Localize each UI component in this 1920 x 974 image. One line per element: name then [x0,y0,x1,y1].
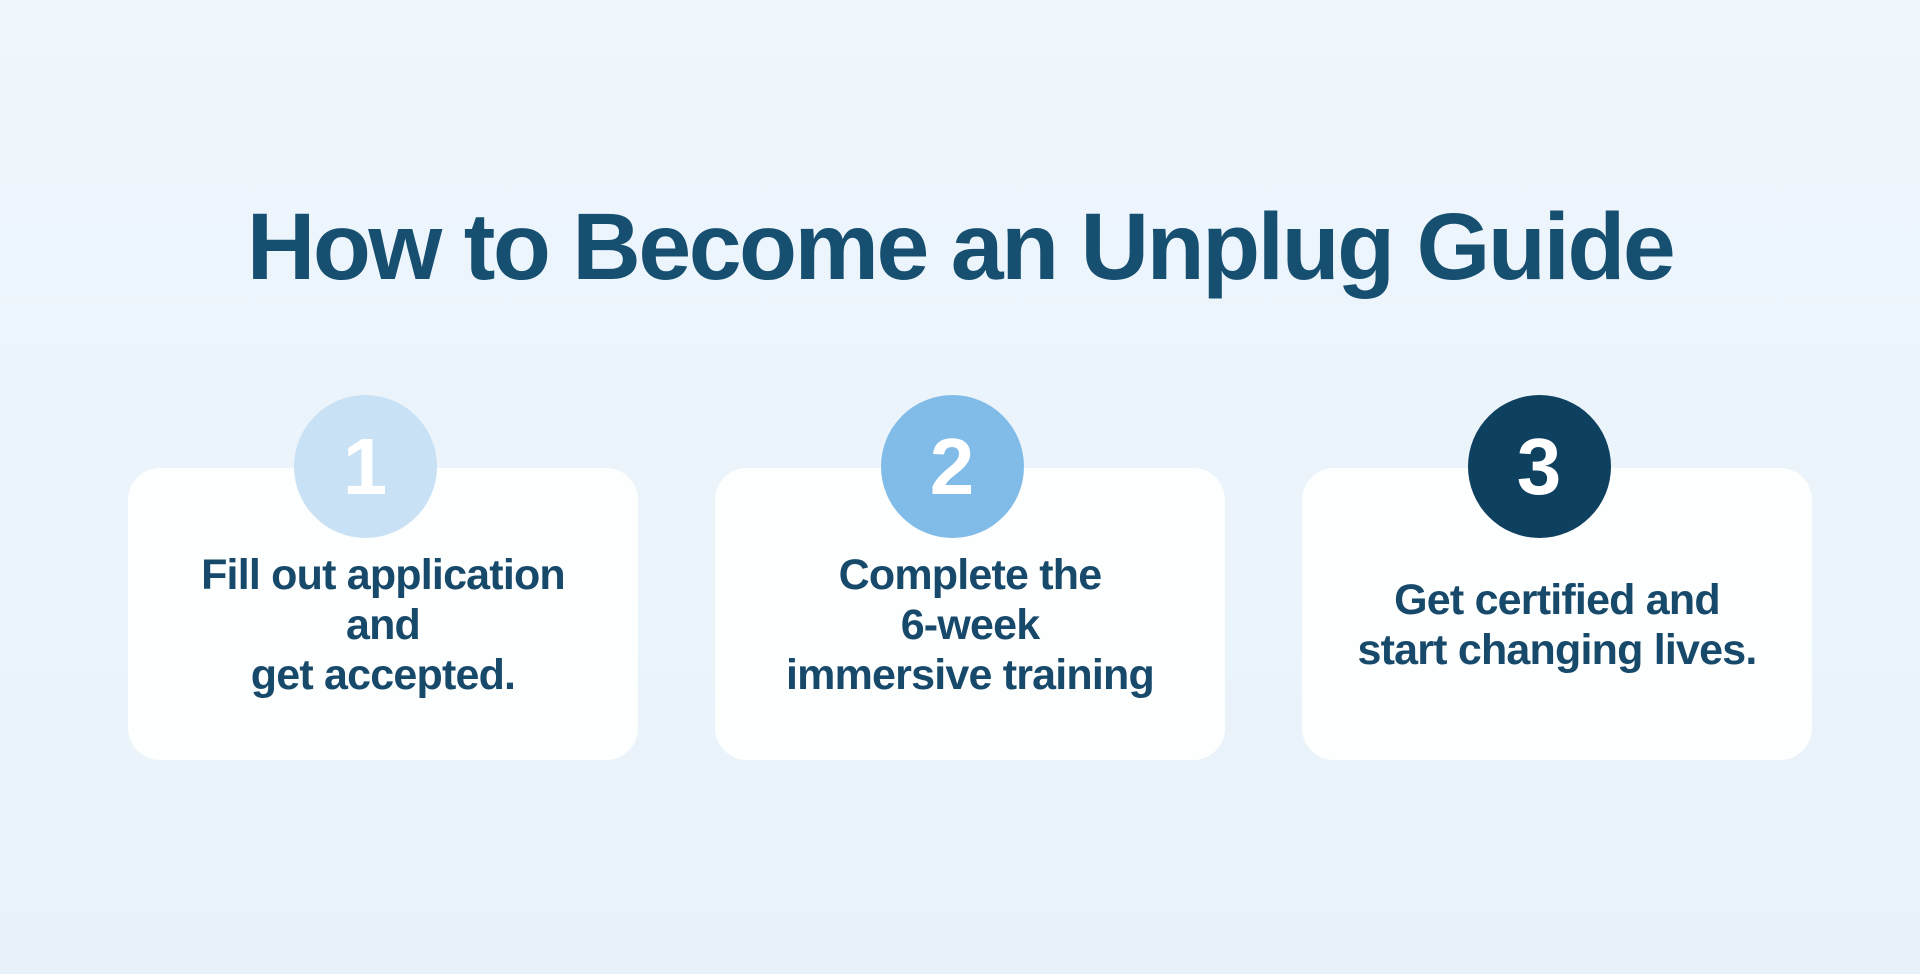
step-2: 2 Complete the 6-week immersive training [715,395,1225,760]
step-1-number: 1 [342,421,388,511]
step-text-line: Get certified and [1394,576,1721,624]
steps-row: 1 Fill out application and get accepted.… [128,395,1812,760]
step-1-number-circle: 1 [293,395,437,538]
page-title: How to Become an Unplug Guide [246,194,1676,300]
step-text-line: get accepted. [250,651,516,699]
step-2-number-circle: 2 [880,395,1024,538]
step-text-line: 6-week [900,601,1040,649]
step-3-text: Get certified and start changing lives. [1357,575,1758,675]
step-text-line: Fill out application [201,551,566,599]
step-text-line: start changing lives. [1357,626,1758,674]
step-1-text: Fill out application and get accepted. [201,550,566,700]
step-text-line: Complete the [838,551,1103,599]
step-3: 3 Get certified and start changing lives… [1302,395,1812,760]
step-3-number-circle: 3 [1467,395,1611,538]
step-text-line: and [345,601,421,649]
step-2-number: 2 [929,421,975,511]
step-1: 1 Fill out application and get accepted. [128,395,638,760]
step-3-number: 3 [1516,421,1562,511]
step-2-text: Complete the 6-week immersive training [786,550,1155,700]
step-text-line: immersive training [786,651,1155,699]
